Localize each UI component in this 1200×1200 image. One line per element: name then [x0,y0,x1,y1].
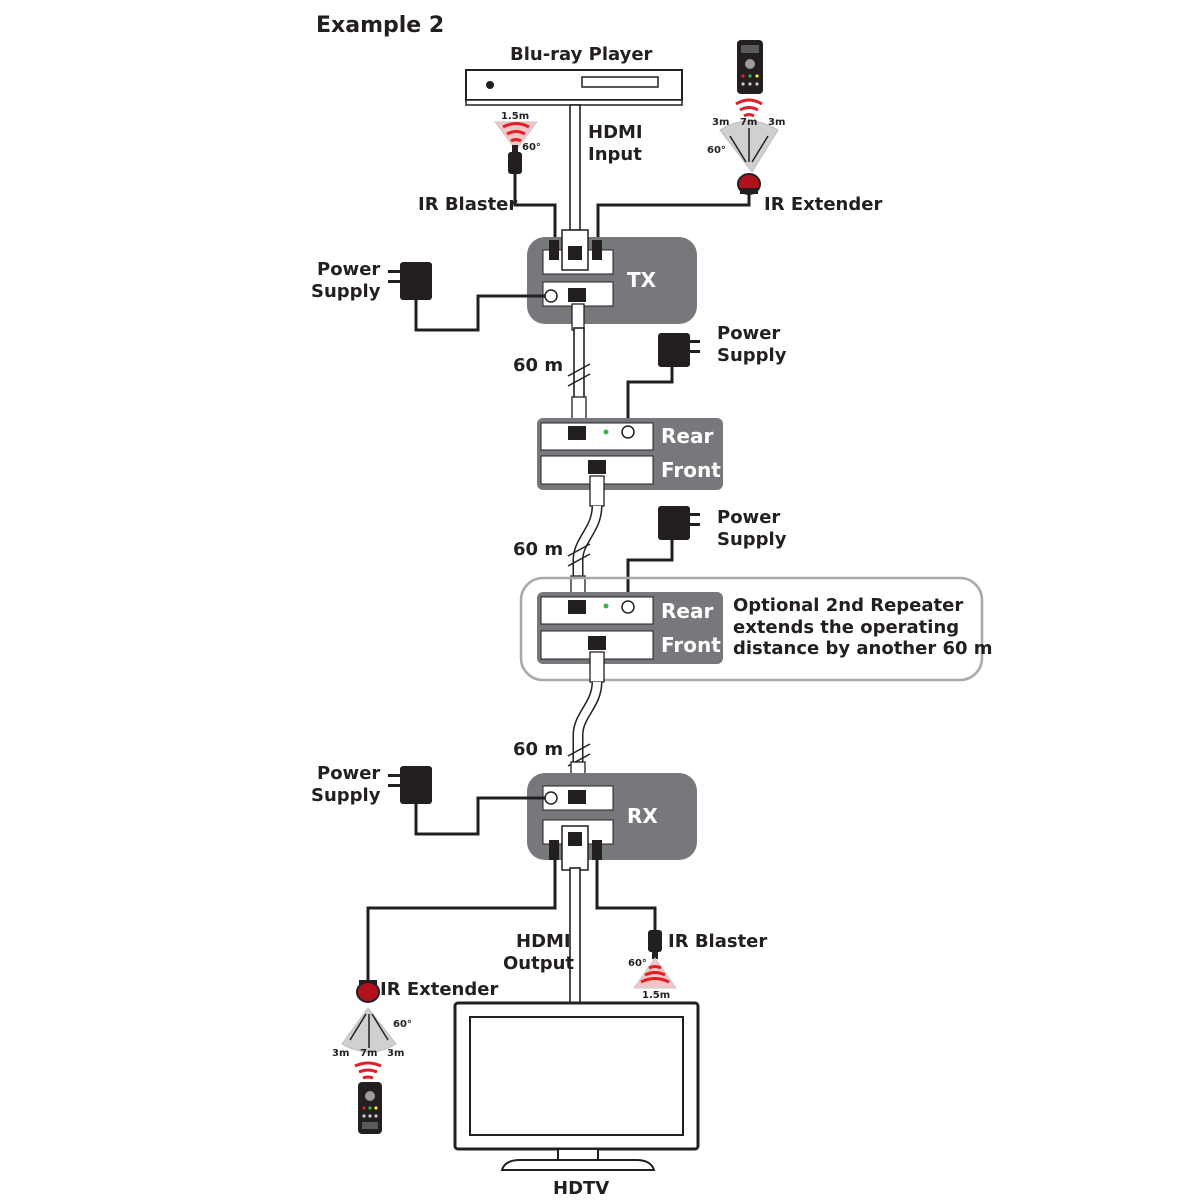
tx-ir-extender-label: IR Extender [764,194,882,215]
tx-remote-control [735,40,763,118]
rx-extender-angle: 60° [393,1019,412,1030]
rx-unit [527,773,697,871]
tx-power-adapter [388,262,432,300]
rx-extender-cable [366,860,557,982]
rx-extender-range-right: 3m [387,1048,404,1059]
bluray-label: Blu-ray Player [510,44,653,65]
rx-blaster-cable [595,860,657,930]
tx-unit [527,229,697,331]
hdbaset-cable-1 [567,327,591,426]
tx-extender-angle: 60° [707,145,726,156]
tx-extender-range-center: 7m [740,117,757,128]
hdmi-input-label-line2: Input [588,144,642,165]
rx-ir-extender-label: IR Extender [380,979,498,1000]
rx-ir-blaster-label: IR Blaster [668,931,767,952]
repeater1-rear-label: Rear [661,424,713,448]
hdmi-input-cable [569,104,581,231]
link3-distance: 60 m [513,739,563,760]
tx-power-label-line1: Power [317,259,380,280]
rx-box-label: RX [627,804,658,828]
hdmi-input-label-line1: HDMI [588,122,643,143]
link2-distance: 60 m [513,539,563,560]
tx-ir-blaster [494,121,538,174]
tx-extender-range-left: 3m [712,117,729,128]
repeater1-power-label-line2: Supply [717,345,787,366]
tx-ir-extender-sensor [719,120,779,195]
repeater1-power-label-line1: Power [717,323,780,344]
repeater2-note-line3: distance by another 60 m [733,638,993,659]
rx-remote-control [354,1061,382,1134]
hdmi-output-cable [569,867,581,1005]
rx-power-cable [414,796,545,836]
rx-ir-blaster [633,930,677,989]
hdbaset-cable-2 [567,475,605,605]
repeater2-rear-label: Rear [661,599,713,623]
rx-extender-range-left: 3m [332,1048,349,1059]
repeater1-power-adapter [658,333,700,367]
repeater2-note-line2: extends the operating [733,617,959,638]
tx-ir-blaster-label: IR Blaster [418,194,517,215]
hdbaset-cable-3 [567,651,605,791]
tx-box-label: TX [627,268,657,292]
rx-blaster-angle: 60° [628,958,647,969]
repeater2-unit [537,592,723,664]
rx-power-label-line2: Supply [311,785,381,806]
tx-extender-range-right: 3m [768,117,785,128]
repeater2-power-label-line1: Power [717,507,780,528]
rx-blaster-range: 1.5m [642,990,670,1001]
repeater1-power-cable [626,367,674,428]
rx-power-label-line1: Power [317,763,380,784]
repeater2-power-cable [626,540,674,602]
tx-blaster-cable [513,174,557,246]
optional-repeater-frame [519,576,984,682]
bluray-player [465,69,683,106]
repeater2-note-line1: Optional 2nd Repeater [733,595,963,616]
repeater1-front-label: Front [661,458,721,482]
rx-power-adapter [388,766,432,804]
link1-distance: 60 m [513,355,563,376]
tx-extender-cable [596,194,751,246]
hdtv [453,1001,700,1171]
hdmi-output-label-line2: Output [503,953,574,974]
rx-extender-range-center: 7m [360,1048,377,1059]
tx-blaster-range: 1.5m [501,111,529,122]
tx-power-label-line2: Supply [311,281,381,302]
hdtv-label: HDTV [553,1178,609,1199]
hdmi-output-label-line1: HDMI [516,931,571,952]
repeater2-front-label: Front [661,633,721,657]
repeater2-power-label-line2: Supply [717,529,787,550]
rx-ir-extender-sensor [341,980,397,1053]
tx-power-cable [414,294,545,332]
repeater2-power-adapter [658,506,700,540]
diagram-title: Example 2 [316,13,444,38]
tx-blaster-angle: 60° [522,142,541,153]
